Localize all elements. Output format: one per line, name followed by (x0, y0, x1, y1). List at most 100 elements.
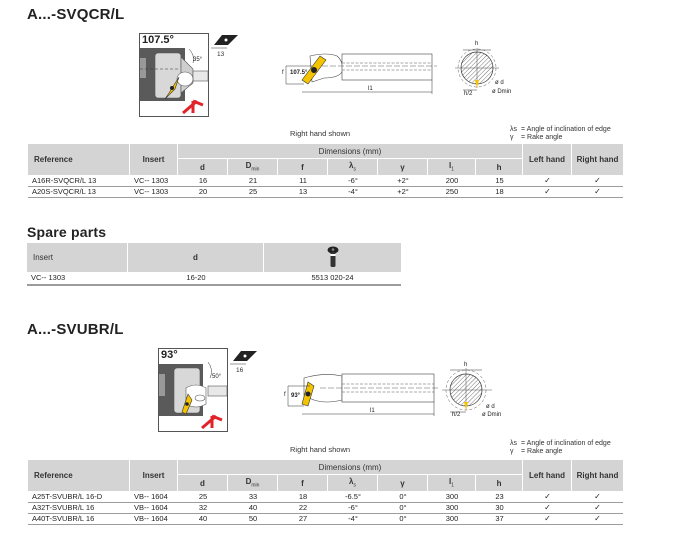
cell-f: 13 (278, 187, 328, 198)
legend: λs= Angle of inclination of edge γ= Rake… (510, 440, 611, 456)
cell-gamma: +2° (378, 176, 428, 187)
approach-angle-diagram: 93° 50° (158, 348, 228, 432)
cell-insert: VC-- 1303 (27, 272, 128, 286)
legend-text: = Angle of inclination of edge (521, 126, 611, 133)
dim-dmin-label: ø Dmin (492, 89, 512, 95)
spec-table-svubr: Reference Insert Dimensions (mm) Left ha… (28, 460, 624, 525)
cell-left: ✓ (523, 176, 573, 187)
side-view-drawing: f 93° l1 (284, 370, 449, 420)
dim-f-label: f (284, 392, 286, 398)
cell-gamma: 0° (378, 492, 428, 503)
approach-angle-label: 107.5° (142, 34, 174, 46)
col-lambda: λs (328, 159, 378, 176)
legend-symbol: γ (510, 134, 514, 141)
caption: Right hand shown (290, 129, 351, 138)
cell-d: 16 (178, 176, 228, 187)
dim-h-label: h (475, 41, 479, 47)
cell-reference: A16R-SVQCR/L 13 (28, 176, 130, 187)
col-insert: Insert (130, 144, 178, 176)
cell-l1: 300 (428, 514, 476, 525)
cell-lambda: -6° (328, 503, 378, 514)
cell-reference: A32T-SVUBR/L 16 (28, 503, 130, 514)
section-title: A...-SVUBR/L (27, 321, 124, 338)
cell-f: 27 (278, 514, 328, 525)
col-gamma: γ (378, 475, 428, 492)
cell-gamma: 0° (378, 514, 428, 525)
col-insert: Insert (130, 460, 178, 492)
cell-f: 18 (278, 492, 328, 503)
cell-left: ✓ (523, 492, 573, 503)
cell-insert: VC-- 1303 (130, 176, 178, 187)
cell-insert: VB-- 1604 (130, 503, 178, 514)
dim-l1-label: l1 (368, 86, 373, 92)
cell-right: ✓ (572, 492, 624, 503)
cell-right: ✓ (572, 187, 624, 198)
cell-left: ✓ (523, 503, 573, 514)
cell-lambda: -4° (328, 187, 378, 198)
dim-h2-label: h/2 (452, 412, 461, 418)
cell-d: 16-20 (128, 272, 264, 286)
cell-gamma: 0° (378, 503, 428, 514)
col-left-hand: Left hand (523, 460, 573, 492)
dim-d-label: ø d (495, 80, 504, 86)
col-dimensions: Dimensions (mm) (178, 460, 524, 475)
col-right-hand: Right hand (572, 460, 624, 492)
cell-dmin: 33 (228, 492, 278, 503)
col-dmin: Dmin (228, 475, 278, 492)
screw-icon (264, 243, 401, 272)
cell-h: 30 (476, 503, 524, 514)
legend-text: = Rake angle (521, 448, 563, 455)
cell-lambda: -6° (328, 176, 378, 187)
cell-left: ✓ (523, 187, 573, 198)
approach-angle-diagram: 107.5° 35° (139, 33, 209, 117)
col-lambda: λs (328, 475, 378, 492)
insert-shape-icon: 16 (229, 349, 259, 379)
insert-size-label: 16 (236, 367, 244, 374)
cell-h: 37 (476, 514, 524, 525)
col-right-hand: Right hand (572, 144, 624, 176)
cell-dmin: 40 (228, 503, 278, 514)
cell-h: 15 (476, 176, 524, 187)
cell-l1: 200 (428, 176, 476, 187)
dim-f-label: f (282, 70, 284, 76)
col-f: f (278, 159, 328, 176)
legend-text: = Rake angle (521, 134, 563, 141)
caption: Right hand shown (290, 445, 351, 454)
cell-l1: 250 (428, 187, 476, 198)
spare-col-insert: Insert (27, 243, 128, 272)
cell-f: 22 (278, 503, 328, 514)
cell-gamma: +2° (378, 187, 428, 198)
cell-screw: 5513 020-24 (264, 272, 401, 286)
col-d: d (178, 475, 228, 492)
spec-table-svqcr: Reference Insert Dimensions (mm) Left ha… (28, 144, 624, 198)
spare-col-d: d (128, 243, 264, 272)
col-dimensions: Dimensions (mm) (178, 144, 524, 159)
dim-h-label: h (464, 362, 468, 368)
cell-insert: VB-- 1604 (130, 514, 178, 525)
col-l1: l1 (428, 159, 476, 176)
col-d: d (178, 159, 228, 176)
cell-right: ✓ (572, 514, 624, 525)
cell-insert: VC-- 1303 (130, 187, 178, 198)
cross-section-drawing: h h/2 ø d ø Dmin (436, 362, 516, 422)
cell-left: ✓ (523, 514, 573, 525)
insert-size-label: 13 (217, 51, 225, 58)
col-h: h (476, 159, 524, 176)
legend-symbol: λs (510, 126, 517, 133)
legend: λs = Angle of inclination of edge γ = Rake… (510, 126, 611, 142)
col-l1: l1 (428, 475, 476, 492)
cell-d: 40 (178, 514, 228, 525)
dim-h2-label: h/2 (464, 91, 473, 97)
cell-l1: 300 (428, 492, 476, 503)
cell-h: 18 (476, 187, 524, 198)
insert-shape-icon: 13 (210, 33, 240, 63)
section-title: A...-SVQCR/L (27, 6, 125, 23)
approach-angle-label: 93° (161, 349, 178, 361)
legend-text: = Angle of inclination of edge (521, 440, 611, 447)
col-reference: Reference (28, 144, 130, 176)
